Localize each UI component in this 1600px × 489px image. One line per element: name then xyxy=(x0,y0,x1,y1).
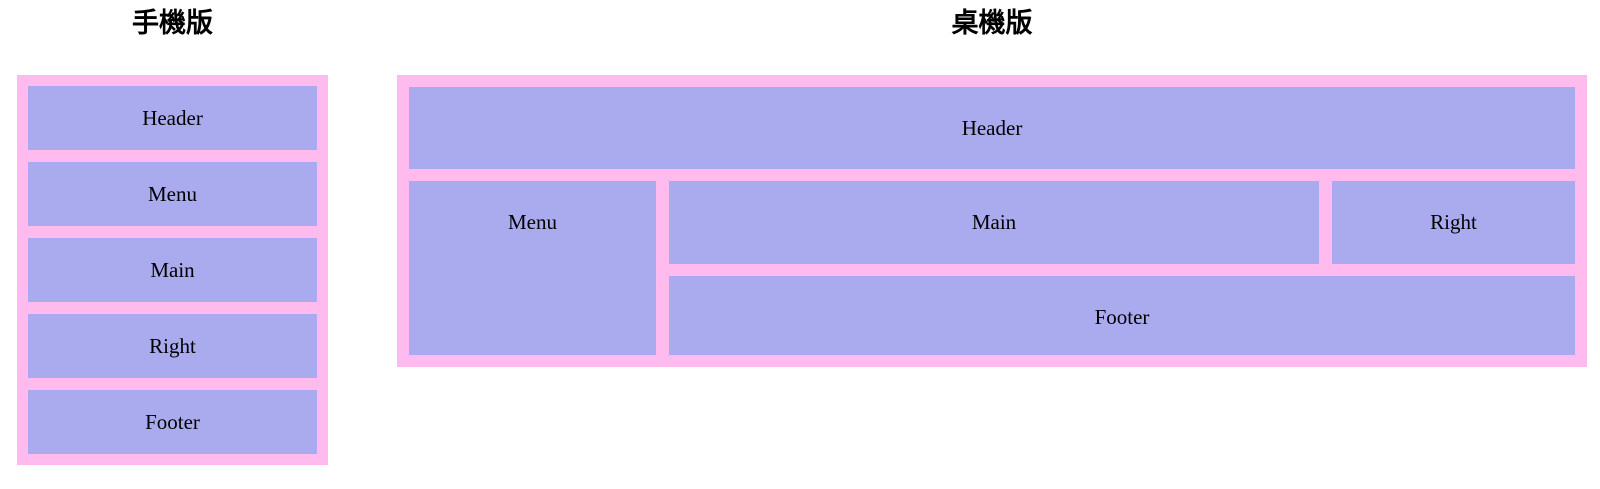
desktop-right-box: Right xyxy=(1332,181,1575,265)
desktop-main-box: Main xyxy=(669,181,1319,265)
desktop-layout-container: Header Menu Main Right Footer xyxy=(397,75,1587,367)
desktop-header-box: Header xyxy=(409,87,1575,169)
mobile-layout-container: Header Menu Main Right Footer xyxy=(17,75,328,465)
mobile-version-title: 手機版 xyxy=(132,8,213,38)
mobile-footer-box: Footer xyxy=(28,390,317,454)
desktop-menu-box: Menu xyxy=(409,181,656,355)
mobile-menu-box: Menu xyxy=(28,162,317,226)
desktop-footer-box: Footer xyxy=(669,276,1575,355)
mobile-right-box: Right xyxy=(28,314,317,378)
mobile-main-box: Main xyxy=(28,238,317,302)
mobile-header-box: Header xyxy=(28,86,317,150)
desktop-version-title: 桌機版 xyxy=(951,8,1033,38)
